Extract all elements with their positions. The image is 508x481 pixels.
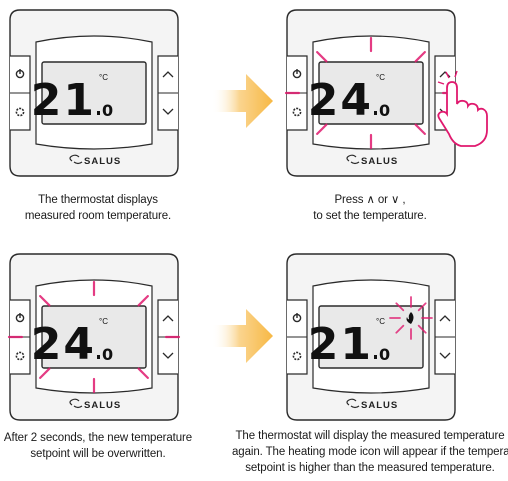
finger-press-icon xyxy=(437,70,488,147)
flashing-indicator-icon xyxy=(414,123,426,135)
caption-4-line-1: The thermostat will display the measured… xyxy=(235,430,505,442)
decimal-point xyxy=(374,111,377,115)
caption-1-line-1: The thermostat displays xyxy=(38,194,158,206)
thermostat-panel-1: 21 0 °C SALUS xyxy=(6,4,182,182)
caption-3: After 2 seconds, the new temperature set… xyxy=(0,430,196,462)
unit-label: °C xyxy=(99,317,108,326)
lcd-screen xyxy=(318,305,424,369)
unit-label: °C xyxy=(99,73,108,82)
settings-icon xyxy=(15,351,25,361)
temperature-digits: 24 xyxy=(31,319,96,370)
lcd-screen xyxy=(41,61,147,125)
caption-2: Press ∧ or ∨ , to set the temperature. xyxy=(270,192,470,224)
flashing-indicator-icon xyxy=(395,324,405,334)
brand-label: SALUS xyxy=(361,156,398,167)
lcd-screen xyxy=(41,305,147,369)
unit-label: °C xyxy=(376,73,385,82)
flashing-indicator-icon xyxy=(39,295,51,307)
thermostat-panel-3: 24 0 °C SALUS xyxy=(6,248,182,426)
brand-label: SALUS xyxy=(361,400,398,411)
flashing-indicator-icon xyxy=(395,302,405,312)
caption-3-line-1: After 2 seconds, the new temperature xyxy=(3,432,193,444)
down-arrow-icon xyxy=(162,108,174,115)
settings-icon xyxy=(292,351,302,361)
thermostat-device: 21 0 °C SALUS xyxy=(9,9,179,177)
decimal-point xyxy=(97,111,100,115)
flashing-indicator-icon xyxy=(137,367,149,379)
temperature-decimal: 0 xyxy=(102,345,113,364)
flashing-indicator-icon xyxy=(414,51,426,63)
caption-3-line-2: setpoint will be overwritten. xyxy=(30,448,166,460)
flashing-indicator-icon xyxy=(316,51,328,63)
unit-label: °C xyxy=(376,317,385,326)
thermostat-panel-4: 21 0 °C SALUS xyxy=(283,248,459,426)
flashing-indicator-icon xyxy=(39,367,51,379)
up-arrow-icon xyxy=(439,315,451,322)
caption-2-line-1: Press ∧ or ∨ , xyxy=(334,194,406,206)
caption-1-line-2: measured room temperature. xyxy=(24,210,172,222)
flashing-indicator-icon xyxy=(316,123,328,135)
up-arrow-icon xyxy=(162,315,174,322)
down-arrow-icon xyxy=(439,352,451,359)
decimal-point xyxy=(97,355,100,359)
decimal-point xyxy=(374,355,377,359)
temperature-decimal: 0 xyxy=(379,101,390,120)
caption-2-line-2: to set the temperature. xyxy=(313,210,427,222)
salus-logo-icon xyxy=(69,154,83,165)
thermostat-device: 24 0 °C SALUS xyxy=(7,253,181,421)
settings-icon xyxy=(292,107,302,117)
brand-label: SALUS xyxy=(84,156,121,167)
thermostat-device: 21 0 °C SALUS xyxy=(286,253,456,421)
caption-1: The thermostat displays measured room te… xyxy=(0,192,196,224)
caption-4-line-3: setpoint is higher than the measured tem… xyxy=(245,462,495,474)
process-arrow-icon xyxy=(212,309,273,363)
heating-mode-icon xyxy=(406,312,414,324)
lcd-screen xyxy=(318,61,424,125)
caption-4-line-2: again. The heating mode icon will appear… xyxy=(232,446,508,458)
thermostat-panel-2: 24 0 °C SALUS xyxy=(283,4,488,182)
temperature-decimal: 0 xyxy=(379,345,390,364)
thermostat-device: 24 0 °C SALUS xyxy=(284,9,488,177)
process-arrow-icon xyxy=(212,74,273,128)
caption-4: The thermostat will display the measured… xyxy=(232,428,508,476)
brand-label: SALUS xyxy=(84,400,121,411)
settings-icon xyxy=(15,107,25,117)
up-arrow-icon xyxy=(162,71,174,78)
salus-logo-icon xyxy=(346,398,360,409)
flashing-indicator-icon xyxy=(137,295,149,307)
flashing-indicator-icon xyxy=(417,302,427,312)
temperature-decimal: 0 xyxy=(102,101,113,120)
salus-logo-icon xyxy=(69,398,83,409)
flashing-indicator-icon xyxy=(417,324,427,334)
temperature-digits: 21 xyxy=(31,75,96,126)
temperature-digits: 24 xyxy=(308,75,373,126)
temperature-digits: 21 xyxy=(308,319,373,370)
down-arrow-icon xyxy=(162,352,174,359)
salus-logo-icon xyxy=(346,154,360,165)
